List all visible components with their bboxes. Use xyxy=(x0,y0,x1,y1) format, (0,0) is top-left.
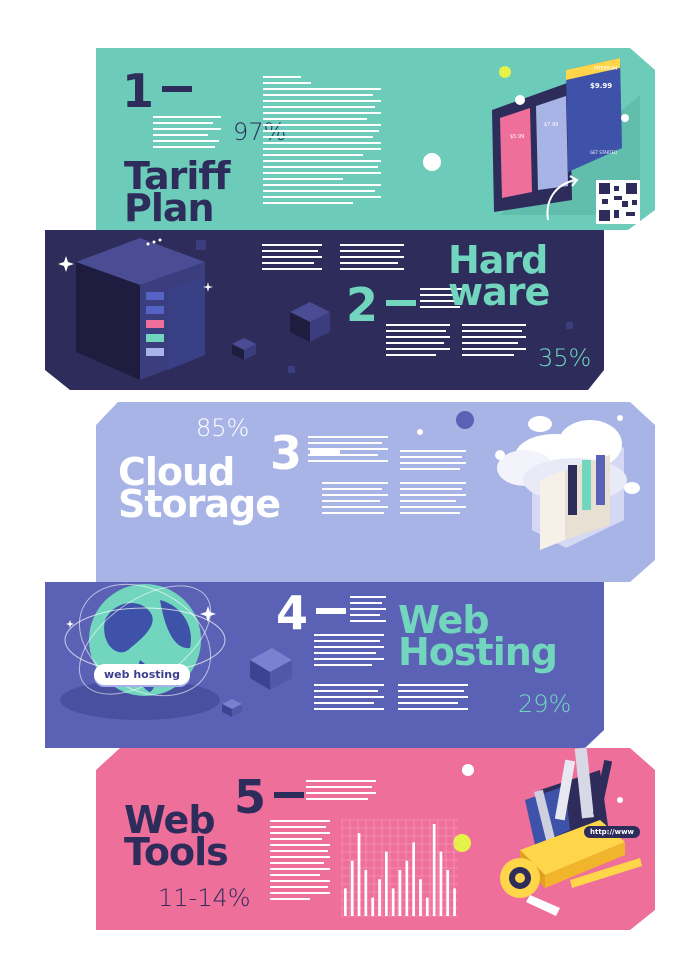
chart-bar xyxy=(453,888,456,916)
section-number-5: 5 xyxy=(234,774,305,820)
percent-1: 97% xyxy=(233,118,287,146)
web-hosting-badge: web hosting xyxy=(94,664,190,685)
chart-bar xyxy=(425,897,429,916)
section-number-2: 2 xyxy=(346,282,417,328)
pricing-get-started-button[interactable]: GET STARTED xyxy=(590,150,618,155)
text-placeholder-5b xyxy=(270,820,330,904)
bar-chart xyxy=(341,819,458,917)
section-number-4: 4 xyxy=(276,590,347,636)
percent-3: 85% xyxy=(196,414,250,442)
text-placeholder-1a xyxy=(153,116,221,152)
chart-bar xyxy=(371,897,374,916)
text-placeholder-2a xyxy=(262,244,322,274)
section-number-1: 1 xyxy=(122,68,193,114)
chart-bar xyxy=(398,870,402,916)
chart-bar xyxy=(378,879,381,916)
percent-2: 35% xyxy=(538,344,592,372)
text-placeholder-3c xyxy=(322,482,388,518)
text-placeholder-1b xyxy=(263,76,381,208)
text-placeholder-2d xyxy=(386,324,450,360)
chart-bar xyxy=(412,842,415,916)
chart-bar xyxy=(350,860,354,916)
text-placeholder-3a xyxy=(308,436,388,466)
pricing-price-a: $5.99 xyxy=(510,134,525,140)
text-placeholder-3b xyxy=(400,450,466,474)
chart-bar xyxy=(344,888,347,916)
text-placeholder-5a xyxy=(306,780,376,804)
section-number-3: 3 xyxy=(270,430,341,476)
pricing-price-b: $7.99 xyxy=(544,122,559,128)
text-placeholder-2e xyxy=(462,324,526,360)
chart-bar xyxy=(405,860,409,916)
text-placeholder-2c xyxy=(420,288,462,312)
chart-bar xyxy=(446,870,450,916)
percent-4: 29% xyxy=(518,690,572,718)
chart-bar xyxy=(385,851,388,916)
text-placeholder-4d xyxy=(398,684,468,714)
text-placeholder-4a xyxy=(350,596,386,626)
chart-bar xyxy=(439,851,443,916)
chart-bar xyxy=(357,833,361,916)
text-placeholder-4b xyxy=(314,634,384,670)
url-badge: http://www xyxy=(584,826,640,838)
chart-bar xyxy=(432,824,436,916)
chart-bar xyxy=(419,879,422,916)
percent-5: 11-14% xyxy=(158,884,251,912)
text-placeholder-3d xyxy=(400,482,466,518)
pricing-price-main: $9.99 xyxy=(590,82,613,90)
text-placeholder-4c xyxy=(314,684,384,714)
chart-bar xyxy=(391,888,395,916)
text-placeholder-2b xyxy=(340,244,404,274)
pricing-label-premium: PREMIUM xyxy=(594,66,618,72)
chart-bar xyxy=(364,870,368,916)
